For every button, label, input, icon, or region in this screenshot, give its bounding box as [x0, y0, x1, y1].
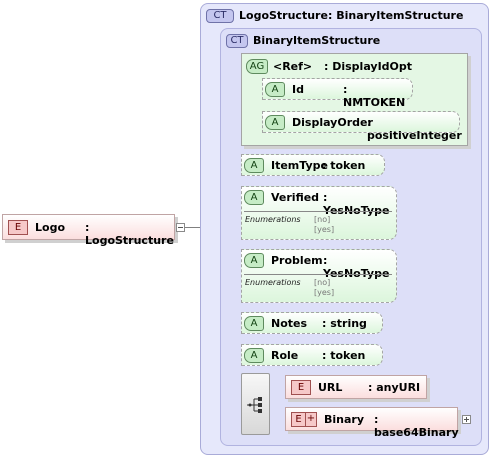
attribute-icon: A: [244, 316, 264, 331]
attribute-type: : string: [322, 317, 367, 330]
attribute-verified[interactable]: A Verified : YesNoType Enumerations [no]…: [241, 186, 397, 240]
element-type: : LogoStructure: [85, 221, 174, 247]
attribute-type: : positiveInteger: [367, 116, 462, 142]
attribute-icon: A: [265, 115, 285, 130]
base-type-name: BinaryItemStructure: [253, 34, 381, 47]
element-name: URL: [318, 381, 343, 394]
sequence-compositor[interactable]: [241, 373, 270, 435]
attribute-type: : NMTOKEN: [343, 83, 406, 109]
attribute-name: Role: [271, 349, 299, 362]
enum-value: [no]: [314, 278, 331, 287]
enum-value: [yes]: [314, 225, 335, 234]
attribute-icon: A: [244, 158, 264, 173]
attribute-icon: A: [244, 348, 264, 363]
sequence-icon: [247, 397, 262, 413]
enum-divider: [244, 274, 392, 275]
element-icon: E: [291, 380, 311, 395]
attribute-icon: A: [265, 82, 285, 97]
collapse-toggle[interactable]: [176, 223, 185, 232]
enumerations-label: Enumerations: [245, 278, 301, 287]
attribute-notes[interactable]: A Notes : string: [241, 312, 383, 334]
attribute-group-type: : DisplayIdOpt: [324, 60, 413, 73]
attribute-name: Problem: [271, 254, 323, 267]
attribute-name: Id: [292, 83, 304, 96]
element-plus-icon: +: [305, 412, 317, 427]
element-name: Binary: [324, 413, 365, 426]
base-type-icon: CT: [226, 34, 248, 48]
attribute-icon: A: [244, 253, 264, 268]
attribute-name: Verified: [271, 191, 320, 204]
attribute-problem[interactable]: A Problem : YesNoType Enumerations [no] …: [241, 249, 397, 303]
complex-type-name: LogoStructure: [239, 9, 328, 22]
root-element-logo[interactable]: E Logo : LogoStructure: [2, 214, 175, 247]
element-name: Logo: [35, 221, 65, 234]
attribute-name: ItemType: [271, 159, 328, 172]
attribute-id[interactable]: A Id : NMTOKEN: [262, 78, 413, 109]
element-icon: E: [8, 220, 28, 235]
attribute-type: : token: [322, 159, 366, 172]
attribute-type: : YesNoType: [323, 191, 390, 217]
attribute-type: : token: [322, 349, 366, 362]
attribute-type: : YesNoType: [323, 254, 390, 280]
attribute-group-icon: AG: [246, 59, 268, 74]
attribute-name: Notes: [271, 317, 308, 330]
enum-value: [yes]: [314, 288, 335, 297]
element-icon: E: [291, 412, 306, 427]
expand-toggle[interactable]: [462, 415, 471, 424]
enumerations-label: Enumerations: [245, 215, 301, 224]
element-type: : anyURI: [368, 381, 421, 394]
element-binary[interactable]: E + Binary : base64Binary: [285, 407, 459, 439]
element-url[interactable]: E URL : anyURI: [285, 375, 427, 399]
element-type: : base64Binary: [374, 413, 459, 439]
attribute-role[interactable]: A Role : token: [241, 344, 383, 366]
attribute-icon: A: [244, 190, 264, 205]
enum-divider: [244, 211, 392, 212]
attribute-name: DisplayOrder: [292, 116, 373, 129]
complex-type-icon: CT: [206, 9, 234, 23]
attribute-itemtype[interactable]: A ItemType : token: [241, 154, 385, 176]
attribute-group-ref: <Ref>: [273, 60, 313, 73]
complex-type-base: : BinaryItemStructure: [328, 9, 464, 22]
enum-value: [no]: [314, 215, 331, 224]
attribute-displayorder[interactable]: A DisplayOrder : positiveInteger: [262, 111, 462, 142]
